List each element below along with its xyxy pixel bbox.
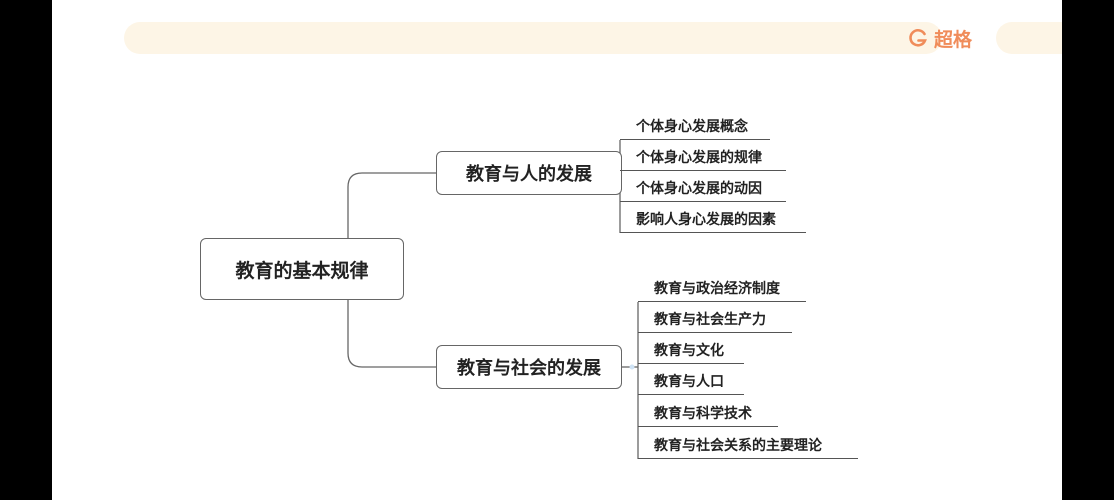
leaf-node[interactable]: 教育与社会关系的主要理论 [638,431,858,459]
leaf-node-label: 教育与人口 [654,373,724,390]
leaf-node[interactable]: 教育与政治经济制度 [638,274,806,302]
connector-root-branch-1 [347,300,436,368]
top-banner [124,22,942,54]
branch-node-human-development[interactable]: 教育与人的发展 [436,151,622,195]
leaf-node-label: 教育与社会关系的主要理论 [654,437,822,454]
branch-node-label: 教育与人的发展 [466,164,592,185]
leaf-node-label: 教育与文化 [654,342,724,359]
leaf-node-label: 个体身心发展的规律 [636,149,762,166]
connector-root-branch-0 [347,172,436,238]
logo-g-icon [908,28,928,48]
leaf-node[interactable]: 个体身心发展的规律 [620,143,786,171]
branch-node-social-development[interactable]: 教育与社会的发展 [436,345,622,389]
leaf-node-label: 教育与政治经济制度 [654,280,780,297]
brand-logo: 超格 [908,24,972,52]
branch-node-label: 教育与社会的发展 [457,358,601,379]
leaf-node[interactable]: 个体身心发展概念 [620,112,770,140]
leaf-node[interactable]: 教育与科学技术 [638,399,778,427]
logo-text: 超格 [934,28,973,51]
leaf-node-label: 教育与社会生产力 [654,311,766,328]
mindmap-canvas: 超格 教育的基本规律 教育与人的发展 教育与社会的发展 个体身心发展概念 个体身… [52,0,1062,500]
leaf-node-label: 影响人身心发展的因素 [636,211,776,228]
leaf-node-label: 个体身心发展的动因 [636,180,762,197]
leaf-node[interactable]: 教育与社会生产力 [638,305,792,333]
connector-dot-branch-1 [629,364,635,370]
top-banner-right [996,22,1062,54]
leaf-node[interactable]: 教育与文化 [638,336,744,364]
leaf-node-label: 个体身心发展概念 [636,118,748,135]
root-node[interactable]: 教育的基本规律 [200,238,404,300]
leaf-node[interactable]: 教育与人口 [638,367,744,395]
root-node-label: 教育的基本规律 [235,259,369,282]
leaf-node[interactable]: 个体身心发展的动因 [620,174,786,202]
leaf-node[interactable]: 影响人身心发展的因素 [620,205,806,233]
leaf-node-label: 教育与科学技术 [654,405,752,422]
